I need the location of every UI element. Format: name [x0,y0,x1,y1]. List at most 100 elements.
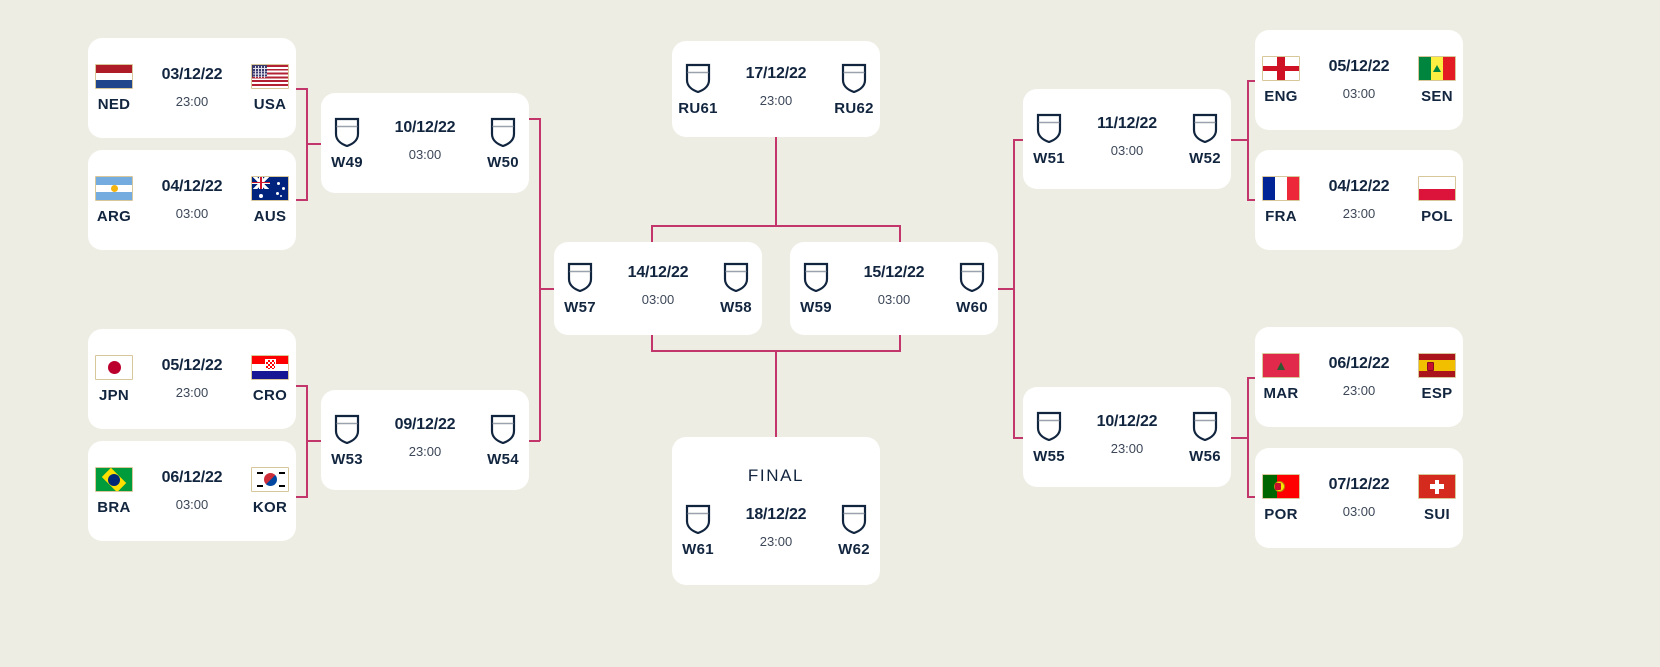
away-team: AUS [238,176,302,224]
away-team: CRO [238,355,302,403]
match-date: 18/12/22 [745,505,807,523]
flag-poland [1418,176,1456,201]
match-card-bra-kor[interactable]: BRA 06/12/22 03:00 KOR [88,441,296,541]
match-card-por-sui[interactable]: POR 07/12/22 03:00 SUI [1255,448,1463,548]
match-card-eng-sen[interactable]: ENG 05/12/22 03:00 SEN [1255,30,1463,130]
match-time: 23:00 [175,94,209,109]
shield-icon [490,117,516,147]
match-info: 06/12/22 23:00 [1313,353,1405,398]
flag-brazil [95,467,133,492]
connector-left-sf-vertical [539,118,541,441]
flag-portugal [1262,474,1300,499]
match-date: 14/12/22 [627,264,689,281]
connector-sf-top-bar [651,225,901,227]
final-label: FINAL [747,465,805,485]
away-team: KOR [238,467,302,515]
flag-switzerland [1418,474,1456,499]
team-code: W61 [682,540,714,558]
connector-left-qf1-in [528,118,540,120]
connector-right-r16-7-stub [1247,377,1259,379]
match-card-final[interactable]: FINAL W61 18/12/22 23:00 W62 [672,437,880,585]
away-team: W58 [704,262,768,315]
match-info: 09/12/22 23:00 [379,414,471,458]
match-info: 10/12/22 23:00 [1081,411,1173,455]
home-team: JPN [82,355,146,403]
match-card-fra-pol[interactable]: FRA 04/12/22 23:00 POL [1255,150,1463,250]
team-code: W58 [720,299,752,316]
flag-spain [1418,353,1456,378]
home-team: MAR [1249,353,1313,401]
flag-morocco [1262,353,1300,378]
match-info: 07/12/22 03:00 [1313,474,1405,519]
connector-left-sf-out [539,288,557,290]
match-card-third-place[interactable]: RU61 17/12/22 23:00 RU62 [672,41,880,137]
match-card-arg-aus[interactable]: ARG 04/12/22 03:00 [88,150,296,250]
match-time: 23:00 [759,533,793,549]
match-date: 07/12/22 [1328,476,1390,493]
team-code: POR [1264,506,1298,523]
match-time: 03:00 [175,497,209,512]
connector-right-qf2-out [1231,437,1249,439]
shield-icon [723,262,749,292]
team-code: FRA [1265,208,1297,225]
team-code: W57 [564,299,596,316]
match-card-w59-w60[interactable]: W59 15/12/22 03:00 W60 [790,242,998,335]
connector-left-r16-4-stub [296,496,308,498]
match-info: 18/12/22 23:00 [730,504,822,548]
flag-japan [95,355,133,380]
match-date: 06/12/22 [1328,355,1390,372]
match-info: 04/12/22 23:00 [1313,176,1405,221]
flag-usa [251,64,289,89]
match-info: 05/12/22 03:00 [1313,56,1405,101]
shield-icon [334,117,360,147]
team-code: AUS [253,208,287,225]
flag-australia [251,176,289,201]
shield-icon [1036,113,1062,143]
connector-sf-right-down [899,327,901,352]
home-team: NED [82,64,146,112]
match-card-w53-w54[interactable]: W53 09/12/22 23:00 W54 [321,390,529,490]
away-team: ESP [1405,353,1469,401]
match-card-ned-usa[interactable]: NED 03/12/22 23:00 USA [88,38,296,138]
match-card-jpn-cro[interactable]: JPN 05/12/22 23:00 CRO [88,329,296,429]
home-team: W61 [666,504,730,557]
home-team: W55 [1017,411,1081,464]
match-time: 03:00 [175,206,209,221]
connector-left-r16-2-stub [296,199,308,201]
match-time: 03:00 [1342,504,1376,519]
match-card-w49-w50[interactable]: W49 10/12/22 03:00 W50 [321,93,529,193]
team-code: MAR [1263,385,1299,402]
connector-left-qf1-out [306,143,324,145]
team-code: W51 [1033,149,1065,167]
shield-icon [803,262,829,292]
flag-argentina [95,176,133,201]
match-date: 17/12/22 [745,64,807,82]
team-code: W52 [1189,149,1221,167]
away-team: RU62 [822,63,886,116]
match-time: 03:00 [877,292,911,307]
team-code: SUI [1424,506,1450,523]
match-info: 05/12/22 23:00 [146,355,238,400]
shield-icon [490,414,516,444]
match-card-w51-w52[interactable]: W51 11/12/22 03:00 W52 [1023,89,1231,189]
home-team: POR [1249,474,1313,522]
team-code: ESP [1421,385,1453,402]
home-team: W57 [548,262,612,315]
shield-icon [1036,411,1062,441]
shield-icon [1192,411,1218,441]
match-card-w57-w58[interactable]: W57 14/12/22 03:00 W58 [554,242,762,335]
match-date: 05/12/22 [1328,58,1390,75]
shield-icon [959,262,985,292]
connector-sf-left-up [651,225,653,250]
connector-sf-left-down [651,327,653,352]
home-team: ENG [1249,56,1313,104]
flag-croatia [251,355,289,380]
team-code: ARG [96,208,132,225]
home-team: BRA [82,467,146,515]
match-date: 11/12/22 [1097,114,1157,132]
connector-right-qf2-in [1013,437,1025,439]
shield-icon [567,262,593,292]
match-card-w55-w56[interactable]: W55 10/12/22 23:00 W56 [1023,387,1231,487]
match-card-mar-esp[interactable]: MAR 06/12/22 23:00 ESP [1255,327,1463,427]
